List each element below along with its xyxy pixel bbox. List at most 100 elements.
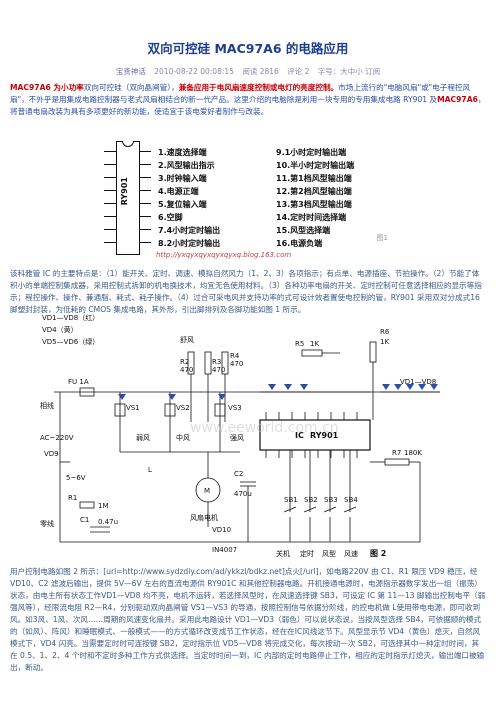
led-indicator — [406, 384, 414, 390]
right-pin-line — [139, 203, 151, 204]
features-paragraph: 该科雅管 IC 的主要特点是：（1）能开关、定时、调速、模拟自然风力（1、2、3… — [10, 269, 482, 314]
led-indicator — [218, 394, 226, 400]
left-pin-line — [104, 151, 116, 152]
label-sb4: SB4 — [344, 496, 358, 504]
label-r7: R7 — [392, 449, 401, 457]
label-r2v: 470 — [180, 366, 193, 374]
label-gentle: 舒风 — [180, 335, 194, 344]
intro-part2: 双向可控硅（双向晶闸管）， — [83, 83, 179, 92]
led-indicator — [300, 384, 308, 390]
label-r3: R3 — [212, 358, 221, 366]
led-indicator — [430, 384, 438, 390]
article-meta: 宝贵神话 2010-08-22 00:08:15 阅读 2816 评论 2 字号… — [0, 66, 496, 77]
left-pin-label: 7.4小时定时输出 — [158, 226, 221, 235]
fig2-watermark: www.eeworld.com.cn — [190, 420, 339, 436]
font-size-control[interactable]: 字号：大中小 订阅 — [317, 67, 381, 76]
led-indicator — [168, 394, 176, 400]
comment-count[interactable]: 评论 2 — [287, 67, 310, 76]
intro-paragraph: MAC97A6 为小功率双向可控硅（双向晶闸管），兼备应用于电风扇速度控制或电灯… — [10, 82, 486, 118]
label-fig2: 图 2 — [370, 549, 386, 558]
label-neutral: 零线 — [40, 519, 54, 528]
label-fu: FU 1A — [68, 378, 89, 386]
article-title: 双向可控硅 MAC97A6 的电路应用 — [147, 41, 349, 56]
label-motor: 风扇电机 — [190, 513, 218, 522]
led-indicator — [284, 384, 292, 390]
left-pin-line — [104, 203, 116, 204]
label-timer: 定时 — [300, 549, 314, 558]
label-vs3: VS3 — [228, 404, 242, 412]
figure-2-circuit: VD1—VD8（红） VD4（黄） VD5—VD6（绿） FU 1A 相线 AC… — [40, 312, 470, 560]
intro-part5: MAC97A6 — [437, 95, 478, 104]
right-pin-line — [139, 164, 151, 165]
right-pin-label: 11.第1档风型输出端 — [276, 174, 352, 183]
chip-label: RY901 — [120, 177, 129, 206]
right-pin-label: 16.电源负端 — [276, 239, 323, 248]
label-r4v: 470 — [230, 360, 243, 368]
label-sb3: SB3 — [324, 496, 338, 504]
left-pin-label: 3.时钟输入端 — [158, 174, 207, 183]
left-pin-line — [104, 190, 116, 191]
led-indicator — [418, 384, 426, 390]
figure-1-pinout: RY901 1.速度选择端 2.风型输出指示 3.时钟输入端 4.电源正端 5.复位输入… — [96, 133, 396, 263]
label-r7v: 180K — [404, 449, 422, 457]
label-vd4: VD4（黄） — [42, 325, 78, 334]
left-pin-line — [104, 229, 116, 230]
label-r4: R4 — [230, 352, 240, 360]
left-pin-line — [104, 177, 116, 178]
right-pin-label: 14.定时时间选择端 — [276, 213, 347, 222]
label-c2: C2 — [234, 470, 243, 478]
left-pin-label: 2.风型输出指示 — [158, 161, 215, 170]
chip-outline: RY901 — [116, 141, 140, 255]
right-pin-label: 15.风型选择端 — [276, 226, 331, 235]
label-weak: 弱风 — [136, 434, 150, 442]
left-pin-line — [104, 164, 116, 165]
label-ac: AC~220V — [40, 434, 74, 442]
label-sb2: SB2 — [304, 496, 318, 504]
circuit-diagram: VD1—VD8（红） VD4（黄） VD5—VD6（绿） FU 1A 相线 AC… — [40, 313, 440, 558]
left-pin-line — [104, 242, 116, 243]
label-vs1: VS1 — [126, 404, 140, 412]
label-vd10: VD10 — [212, 526, 231, 534]
intro-part6: ，将普通电扇改装为具有多项更好的新功能，使适宜于该电爱好者制作与改装。 — [10, 95, 486, 116]
chip-notch — [122, 141, 134, 147]
right-pin-line — [139, 242, 151, 243]
author-link[interactable]: 宝贵神话 — [115, 67, 146, 76]
led-indicator — [394, 384, 402, 390]
left-pin-label: 6.空脚 — [158, 213, 183, 222]
right-pin-label: 9.1小时定时输出端 — [276, 148, 347, 157]
led-indicator — [118, 394, 126, 400]
label-r1: R1 — [68, 494, 77, 502]
led-indicator — [382, 384, 390, 390]
led-indicator — [268, 384, 276, 390]
intro-part4: 市场上流行的"电脑风扇"或"电子程控风扇"，不外乎是用集成电路控制器与老式风扇相… — [10, 83, 471, 104]
right-pin-line — [139, 151, 151, 152]
left-pin-label: 5.复位输入端 — [158, 200, 207, 209]
right-pin-line — [139, 190, 151, 191]
left-pin-label: 1.速度选择端 — [158, 148, 207, 157]
post-date: 2010-08-22 00:08:15 — [154, 67, 234, 76]
label-strong: 强风 — [230, 434, 244, 442]
circuit-description-paragraph: 用户控制电路如图 2 所示：[url=http://www.sydzdiy.co… — [10, 567, 486, 672]
label-r3v: 470 — [212, 366, 225, 374]
label-r1v: 1M — [98, 502, 109, 510]
label-c2v: 470u — [234, 490, 252, 498]
label-vd5-vd6: VD5—VD6（绿） — [42, 337, 99, 346]
label-medium: 中风 — [176, 433, 190, 442]
view-count: 阅读 2816 — [242, 67, 279, 76]
label-live: 相线 — [40, 401, 54, 410]
label-c1v: 0.47u — [98, 518, 118, 526]
label-m: M — [204, 487, 210, 495]
label-speed: 风速 — [344, 550, 358, 558]
label-vd1-vd8: VD1—VD8（红） — [42, 313, 99, 322]
left-pin-label: 8.2小时定时输出 — [158, 239, 221, 248]
label-vs2: VS2 — [176, 404, 190, 412]
right-pin-line — [139, 177, 151, 178]
fig1-watermark: http://yxqyxqyxqyxqyxq.blog.163.com — [156, 251, 292, 259]
fig1-corner-label: 图1 — [376, 234, 388, 242]
left-pin-label: 4.电源正端 — [158, 187, 199, 196]
intro-part3: 兼备应用于电风扇速度控制或电灯的亮度控制。 — [178, 83, 339, 92]
label-vd1-vd8-right: VD1—VD8 — [400, 378, 436, 386]
label-in4007: IN4007 — [212, 546, 237, 554]
label-icname: RY901 — [310, 431, 339, 440]
right-pin-label: 12.第2档风型输出端 — [276, 187, 352, 196]
